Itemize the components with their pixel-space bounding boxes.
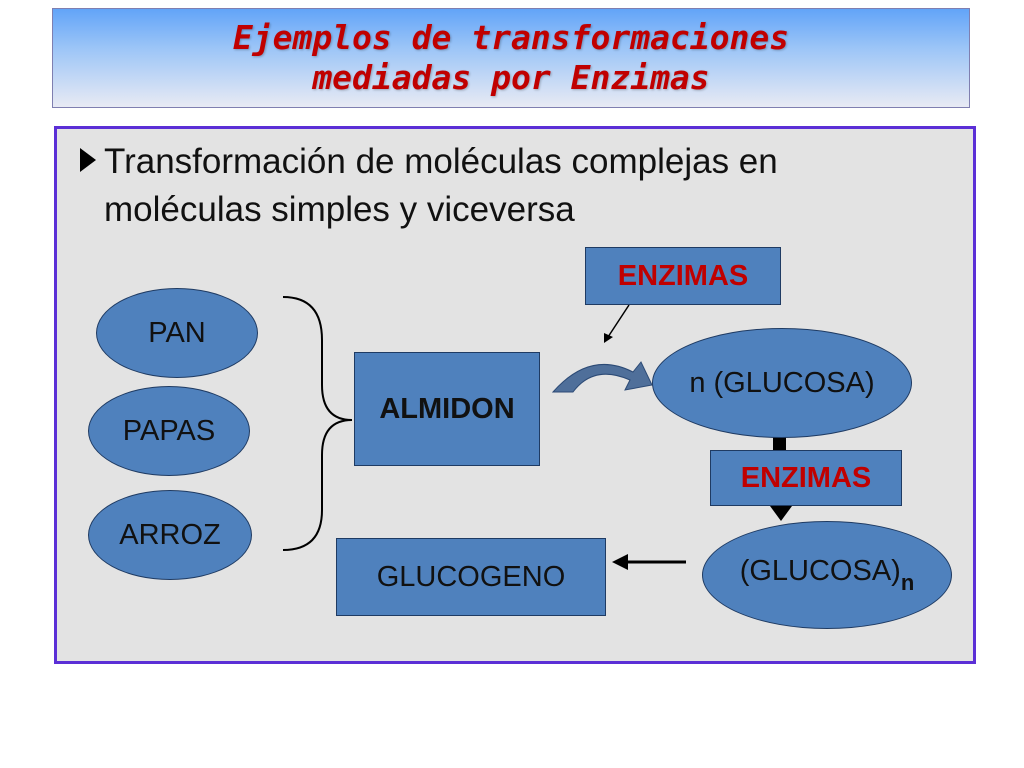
left-arrow-head (612, 554, 628, 570)
glucosa-poly-text: (GLUCOSA) (739, 554, 901, 587)
enzimas-mid-box: ENZIMAS (710, 450, 902, 506)
glucosa-poly-label: (GLUCOSA)n (740, 555, 915, 596)
enzimas-pointer-head (604, 333, 613, 343)
glucosa-n-ellipse: n (GLUCOSA) (652, 328, 912, 438)
enzimas-pointer-line (607, 304, 630, 338)
title-line-1: Ejemplos de transformaciones (232, 18, 790, 57)
bullet-text: Transformación de moléculas complejas en… (104, 138, 778, 234)
glucogeno-box: GLUCOGENO (336, 538, 606, 616)
bullet-arrow-icon (80, 148, 96, 172)
glucogeno-label: GLUCOGENO (376, 560, 566, 593)
food-papas: PAPAS (88, 386, 250, 476)
connector-bar (773, 434, 786, 450)
title-line-2: mediadas por Enzimas (312, 58, 710, 97)
down-arrow (770, 506, 792, 521)
food-papas-label: PAPAS (122, 414, 216, 447)
almidon-label: ALMIDON (379, 392, 515, 425)
bullet-line-2: moléculas simples y viceversa (104, 190, 575, 229)
food-group-brace (282, 296, 353, 551)
glucosa-poly-subscript: n (900, 569, 915, 595)
enzimas-top-label: ENZIMAS (617, 259, 749, 292)
bullet-point: Transformación de moléculas complejas en… (80, 138, 960, 234)
food-arroz-label: ARROZ (119, 518, 221, 551)
food-pan: PAN (96, 288, 258, 378)
food-pan-label: PAN (148, 316, 206, 349)
glucosa-n-label: n (GLUCOSA) (689, 366, 875, 399)
enzimas-top-box: ENZIMAS (585, 247, 781, 305)
enzimas-mid-label: ENZIMAS (740, 461, 872, 494)
title-banner: Ejemplos de transformaciones mediadas po… (52, 8, 970, 108)
almidon-box: ALMIDON (354, 352, 540, 466)
glucosa-poly-ellipse: (GLUCOSA)n (702, 521, 952, 629)
food-arroz: ARROZ (88, 490, 252, 580)
bullet-line-1: Transformación de moléculas complejas en (104, 142, 778, 181)
curved-arrow (551, 361, 653, 393)
